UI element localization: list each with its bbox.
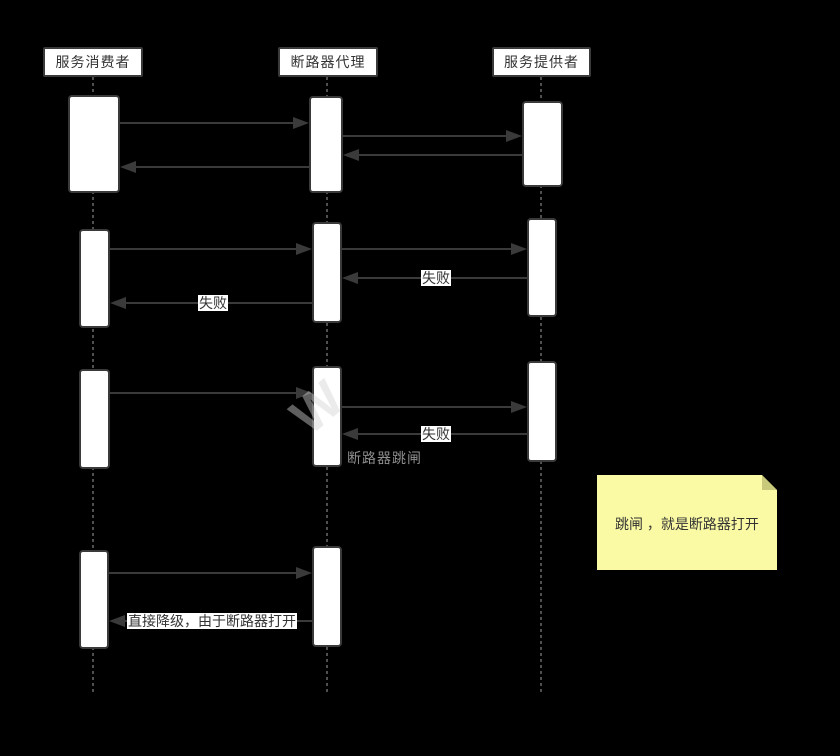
message-label: 失败 <box>198 295 228 311</box>
activation-box <box>527 218 557 317</box>
arrowhead-icon <box>109 615 125 627</box>
note-fold-corner-icon <box>762 475 777 490</box>
arrowhead-icon <box>296 567 312 579</box>
activation-box <box>312 546 342 647</box>
message-line <box>120 122 295 124</box>
arrowhead-icon <box>296 243 312 255</box>
activation-box <box>79 550 109 649</box>
sticky-note: 跳闸 ，就是断路器打开 <box>597 475 777 570</box>
activation-box <box>79 229 110 328</box>
arrowhead-icon <box>110 297 126 309</box>
activation-box <box>309 96 343 193</box>
actor-box: 服务消费者 <box>43 47 143 77</box>
activation-box <box>68 95 120 193</box>
activation-box <box>312 366 342 467</box>
activation-box <box>79 369 110 469</box>
activation-box <box>312 222 342 323</box>
activation-box <box>522 101 563 187</box>
message-label: 失败 <box>421 426 451 442</box>
arrowhead-icon <box>511 401 527 413</box>
actor-box: 断路器代理 <box>278 47 378 77</box>
arrowhead-icon <box>342 428 358 440</box>
message-line <box>110 392 298 394</box>
arrowhead-icon <box>506 130 522 142</box>
message-line <box>134 166 309 168</box>
annotation-text: 断路器跳闸 <box>347 450 422 466</box>
arrowhead-icon <box>342 272 358 284</box>
note-text: 跳闸 ，就是断路器打开 <box>615 515 759 532</box>
arrowhead-icon <box>511 243 527 255</box>
message-line <box>342 248 513 250</box>
message-label: 直接降级，由于断路器打开 <box>127 613 297 629</box>
message-label: 失败 <box>421 270 451 286</box>
actor-box: 服务提供者 <box>492 47 591 77</box>
message-line <box>343 135 508 137</box>
activation-box <box>527 361 557 462</box>
arrowhead-icon <box>120 161 136 173</box>
message-line <box>357 154 522 156</box>
arrowhead-icon <box>296 387 312 399</box>
message-line <box>110 248 298 250</box>
message-line <box>109 572 298 574</box>
arrowhead-icon <box>293 117 309 129</box>
message-line <box>342 406 513 408</box>
arrowhead-icon <box>343 149 359 161</box>
